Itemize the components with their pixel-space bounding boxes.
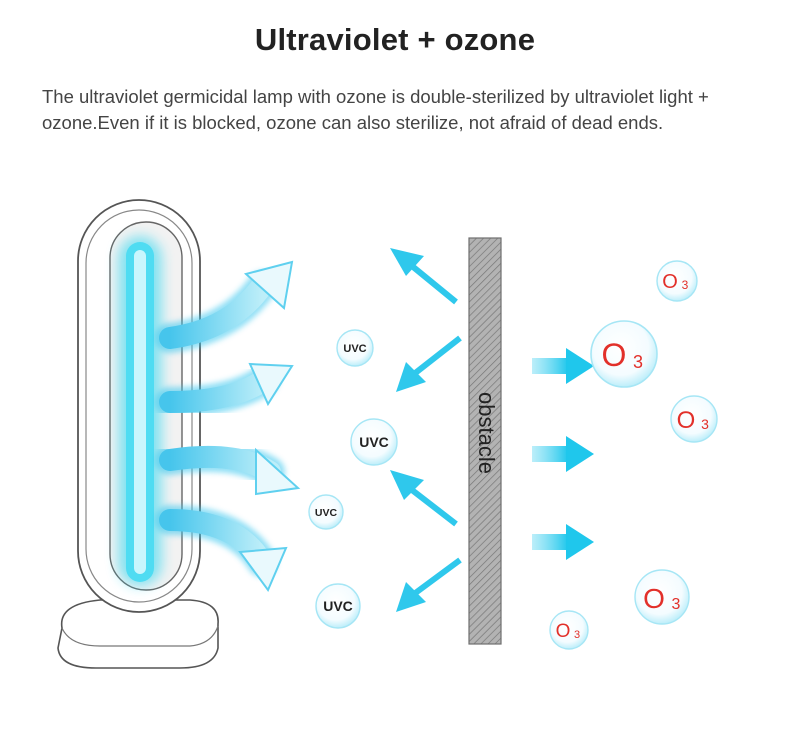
uvc-bubble-2: UVC [350, 418, 398, 466]
ozone-subscript: 3 [574, 629, 580, 641]
uvc-bubble-3: UVC [308, 494, 344, 530]
uvc-bubble-4: UVC [315, 583, 361, 629]
ozone-bubble-4: O 3 [634, 569, 690, 625]
uvc-label: UVC [315, 507, 338, 519]
uv-wave-arrow-1 [155, 260, 294, 353]
description-line-2: ozone.Even if it is blocked, ozone can a… [42, 112, 664, 133]
uv-wave-arrow-4 [155, 505, 288, 592]
uv-wave-arrow-3 [155, 441, 301, 496]
ozone-label: O [677, 407, 696, 434]
ozone-label: O [556, 621, 571, 642]
reflect-arrow-up-1 [390, 248, 458, 305]
uvc-label: UVC [323, 598, 353, 614]
ozone-label: O [662, 271, 678, 293]
reflect-arrow-down-1 [396, 335, 462, 392]
reflected-arrows [390, 248, 462, 612]
ozone-bubble-3: O 3 [670, 395, 718, 443]
ozone-subscript: 3 [701, 416, 709, 432]
ozone-arrow-3 [532, 524, 594, 560]
reflect-arrow-up-2 [390, 470, 458, 527]
ozone-flow-arrows [532, 348, 594, 560]
ozone-arrow-2 [532, 436, 594, 472]
ozone-bubble-5: O 3 [549, 610, 589, 650]
lamp-base [57, 599, 219, 669]
ozone-subscript: 3 [672, 596, 681, 613]
ozone-bubble-2: O 3 [590, 320, 658, 388]
description-text: The ultraviolet germicidal lamp with ozo… [42, 84, 782, 136]
ozone-label: O [643, 583, 665, 614]
uv-wave-arrow-2 [155, 362, 294, 417]
ozone-subscript: 3 [682, 278, 689, 292]
ozone-bubble-1: O 3 [656, 260, 698, 302]
ozone-arrow-1 [532, 348, 594, 384]
ozone-subscript: 3 [633, 352, 643, 372]
uvc-label: UVC [359, 434, 389, 450]
ozone-label: O [602, 337, 627, 373]
uv-wave-arrows [155, 260, 301, 592]
uvc-bubble-1: UVC [336, 329, 374, 367]
uv-lamp-illustration [57, 199, 219, 669]
obstacle-label: obstacle [474, 392, 499, 474]
page-title: Ultraviolet + ozone [254, 22, 536, 57]
uvc-label: UVC [343, 343, 366, 355]
reflect-arrow-down-2 [396, 557, 462, 612]
description-line-1: The ultraviolet germicidal lamp with ozo… [42, 86, 709, 107]
obstacle-wall: obstacle [468, 237, 502, 645]
